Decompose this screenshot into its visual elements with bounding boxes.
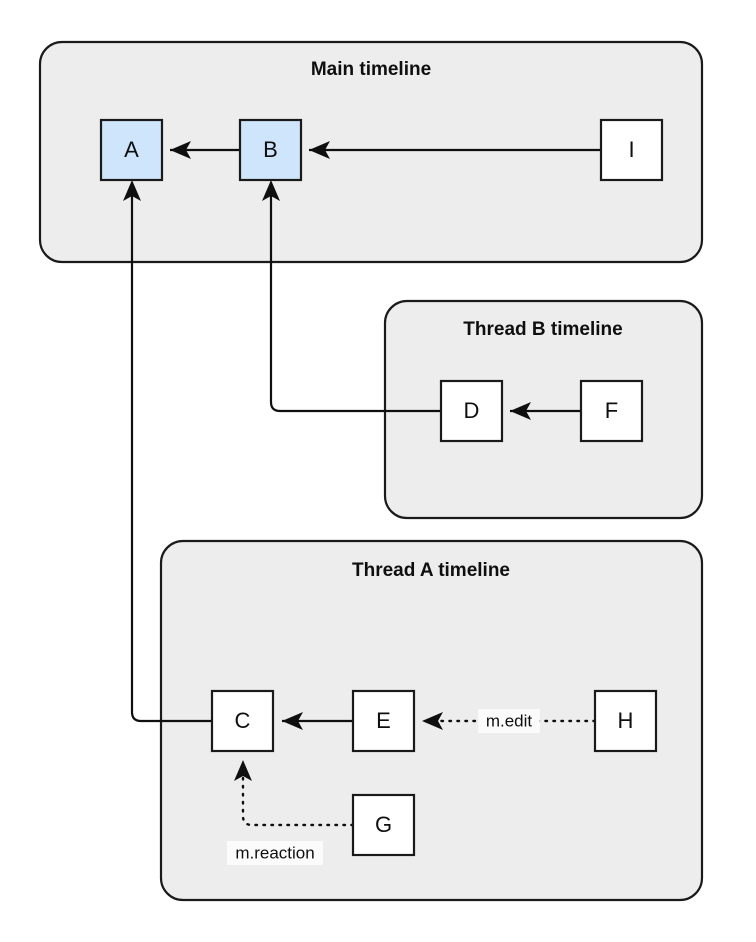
event-node-label-g: G — [375, 812, 392, 837]
event-node-d[interactable]: D — [439, 379, 504, 443]
event-node-box-g[interactable] — [351, 793, 416, 857]
edge-labels-layer: m.edit m.reaction — [227, 709, 540, 865]
event-node-label-c: C — [235, 708, 251, 733]
edge-b-to-a — [170, 141, 240, 159]
event-node-box-i[interactable] — [599, 118, 664, 182]
event-node-label-e: E — [376, 708, 391, 733]
event-node-box-f[interactable] — [579, 379, 644, 443]
event-node-box-d[interactable] — [439, 379, 504, 443]
group-background-thread-b-timeline — [383, 299, 704, 520]
edge-g-to-c — [234, 760, 355, 827]
event-nodes-layer: A B I D F C E H G — [99, 118, 664, 857]
event-node-f[interactable]: F — [579, 379, 644, 443]
event-node-box-e[interactable] — [351, 689, 416, 753]
event-node-i[interactable]: I — [599, 118, 664, 182]
event-node-label-a: A — [124, 137, 139, 162]
group-background-main-timeline — [38, 40, 704, 264]
arrow-head-edge-b-to-a — [170, 141, 191, 159]
event-node-b[interactable]: B — [238, 118, 303, 182]
edge-d-to-b — [262, 180, 441, 413]
edge-i-to-b — [309, 141, 601, 159]
group-title-thread-a-timeline: Thread A timeline — [352, 560, 510, 581]
arrow-head-edge-h-to-e — [422, 712, 443, 730]
edge-label-background-edge-h-to-e — [478, 709, 540, 733]
event-node-c[interactable]: C — [210, 689, 275, 753]
arrow-head-edge-d-to-b — [262, 180, 280, 201]
arrow-head-edge-e-to-c — [282, 712, 303, 730]
event-node-e[interactable]: E — [351, 689, 416, 753]
edge-path-edge-d-to-b — [269, 188, 441, 413]
edge-path-edge-c-to-a — [130, 188, 212, 723]
event-node-box-a[interactable] — [99, 118, 164, 182]
event-node-box-b[interactable] — [238, 118, 303, 182]
event-node-g[interactable]: G — [351, 793, 416, 857]
arrow-head-edge-f-to-d — [510, 402, 531, 420]
edge-label-background-edge-g-to-c — [227, 841, 323, 865]
arrow-head-edge-g-to-c — [234, 760, 252, 781]
edge-label-edge-g-to-c: m.reaction — [227, 841, 323, 865]
timeline-group-thread-b-timeline: Thread B timeline — [383, 299, 704, 520]
event-node-label-b: B — [263, 137, 278, 162]
edge-c-to-a — [123, 180, 212, 723]
edge-h-to-e — [422, 712, 597, 730]
event-node-label-d: D — [464, 398, 480, 423]
event-node-label-h: H — [618, 708, 634, 733]
arrow-head-edge-i-to-b — [309, 141, 330, 159]
edge-e-to-c — [282, 712, 353, 730]
event-node-a[interactable]: A — [99, 118, 164, 182]
group-title-main-timeline: Main timeline — [311, 59, 431, 80]
edge-label-text-edge-g-to-c: m.reaction — [235, 843, 314, 862]
edge-f-to-d — [510, 402, 581, 420]
edge-label-text-edge-h-to-e: m.edit — [486, 711, 533, 730]
event-node-h[interactable]: H — [593, 689, 658, 753]
edges-layer — [123, 141, 601, 827]
event-node-label-i: I — [628, 137, 634, 162]
event-node-box-c[interactable] — [210, 689, 275, 753]
edge-label-edge-h-to-e: m.edit — [478, 709, 540, 733]
timeline-group-main-timeline: Main timeline — [38, 40, 704, 264]
event-node-box-h[interactable] — [593, 689, 658, 753]
group-title-thread-b-timeline: Thread B timeline — [463, 319, 622, 340]
event-node-label-f: F — [605, 398, 618, 423]
arrow-head-edge-c-to-a — [123, 180, 141, 201]
